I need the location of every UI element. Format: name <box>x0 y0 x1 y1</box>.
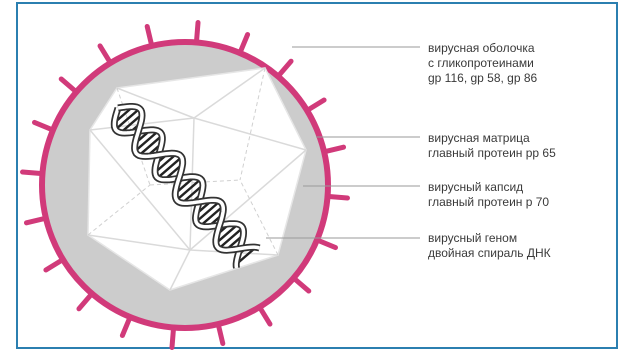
spike <box>260 307 270 324</box>
label-capsid: вирусный капсид главный протеин p 70 <box>428 180 549 209</box>
label-matrix-line2: главный протеин pp 65 <box>428 146 556 160</box>
label-capsid-line2: главный протеин p 70 <box>428 195 549 209</box>
label-genome-line1: вирусный геном <box>428 231 517 245</box>
label-capsid-line1: вирусный капсид <box>428 180 523 194</box>
label-envelope-line3: gp 116, gp 58, gp 86 <box>428 71 538 85</box>
spike <box>307 100 324 110</box>
label-matrix-line1: вирусная матрица <box>428 131 530 145</box>
label-envelope: вирусная оболочка с гликопротеинами gp 1… <box>428 41 538 85</box>
label-genome-line2: двойная спираль ДНК <box>428 246 551 260</box>
label-genome: вирусный геном двойная спираль ДНК <box>428 231 551 260</box>
label-envelope-line2: с гликопротеинами <box>428 56 534 70</box>
label-envelope-line1: вирусная оболочка <box>428 41 535 55</box>
label-matrix: вирусная матрица главный протеин pp 65 <box>428 131 556 160</box>
